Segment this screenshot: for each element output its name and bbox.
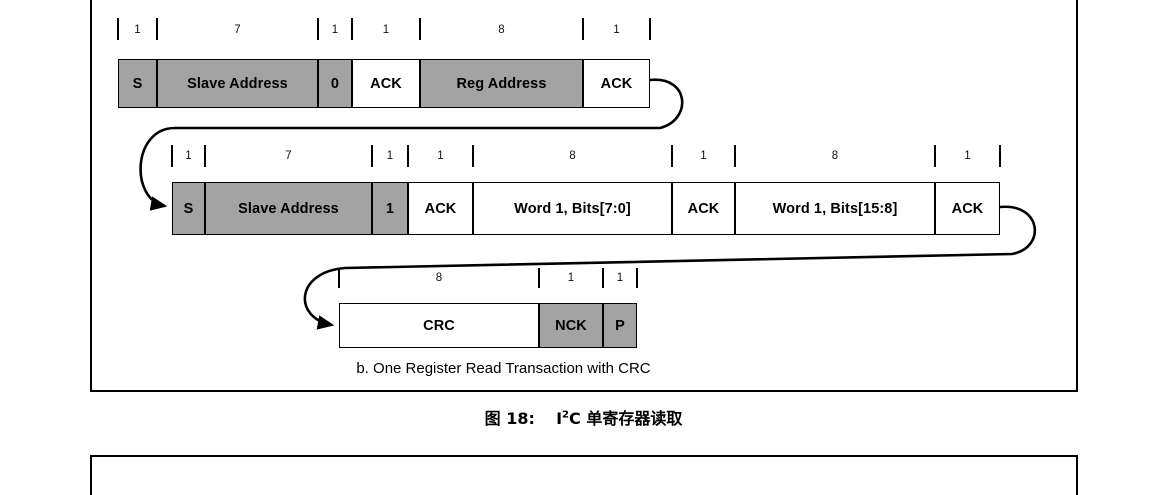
- bit-width-tick: [317, 18, 320, 40]
- packet-field-label: Word 1, Bits[15:8]: [772, 200, 898, 217]
- packet-field-nck: NCK: [539, 303, 603, 348]
- packet-field-label: NCK: [555, 317, 587, 334]
- bit-width-tick: [538, 268, 541, 288]
- bit-width-label: 8: [569, 150, 576, 162]
- packet-field-reg-address: Reg Address: [420, 59, 583, 108]
- bit-width-label: 1: [613, 24, 620, 36]
- figure-caption-i: I: [556, 409, 563, 428]
- packet-field-label: S: [183, 200, 194, 217]
- bit-width-tick: [419, 18, 422, 40]
- bit-width-label: 1: [386, 150, 394, 162]
- bit-width-tick: [351, 18, 354, 40]
- sub-caption: b. One Register Read Transaction with CR…: [356, 360, 651, 377]
- bit-width-tick: [371, 145, 374, 167]
- bit-width-tick: [734, 145, 737, 167]
- bit-width-label: 1: [331, 24, 339, 36]
- packet-field-label: S: [132, 75, 143, 92]
- bit-width-label: 1: [567, 272, 575, 284]
- packet-field-label: CRC: [423, 317, 455, 334]
- packet-field-slave-address: Slave Address: [157, 59, 318, 108]
- packet-field-ack: ACK: [408, 182, 473, 235]
- packet-field-label: Slave Address: [187, 75, 288, 92]
- packet-field-0: 0: [318, 59, 352, 108]
- bit-width-label: 7: [234, 24, 241, 36]
- packet-field-ack: ACK: [583, 59, 650, 108]
- bit-width-tick: [407, 145, 410, 167]
- bit-width-label: 7: [285, 150, 292, 162]
- bit-width-tick: [602, 268, 605, 288]
- packet-field-label: ACK: [951, 200, 984, 217]
- bit-width-tick: [649, 18, 652, 40]
- packet-field-label: ACK: [424, 200, 457, 217]
- packet-field-slave-address: Slave Address: [205, 182, 372, 235]
- packet-field-word-1-bits-7-0: Word 1, Bits[7:0]: [473, 182, 672, 235]
- packet-field-label: Slave Address: [238, 200, 339, 217]
- bit-width-tick: [472, 145, 475, 167]
- packet-field-1: 1: [372, 182, 408, 235]
- packet-field-label: ACK: [687, 200, 720, 217]
- bit-width-label: 8: [498, 24, 505, 36]
- packet-field-label: Reg Address: [456, 75, 547, 92]
- packet-field-p: P: [603, 303, 637, 348]
- bit-width-label: 8: [435, 272, 443, 284]
- packet-field-label: ACK: [600, 75, 633, 92]
- packet-field-label: P: [615, 317, 625, 334]
- packet-field-label: ACK: [370, 75, 402, 92]
- packet-field-crc: CRC: [339, 303, 539, 348]
- figure-border: [90, 0, 1078, 392]
- packet-field-ack: ACK: [352, 59, 420, 108]
- packet-field-s: S: [118, 59, 157, 108]
- bit-width-tick: [117, 18, 120, 40]
- bit-width-tick: [934, 145, 937, 167]
- bit-width-tick: [582, 18, 585, 40]
- packet-field-label: Word 1, Bits[7:0]: [514, 200, 631, 217]
- bit-width-tick: [338, 268, 341, 288]
- bit-width-label: 1: [134, 24, 141, 36]
- bit-width-tick: [204, 145, 207, 167]
- next-section-border: [90, 455, 1078, 495]
- figure-caption: 图 18: I2C 单寄存器读取: [0, 405, 1167, 429]
- packet-field-ack: ACK: [935, 182, 1000, 235]
- figure-caption-body: C 单寄存器读取: [569, 409, 683, 428]
- packet-field-label: 1: [385, 200, 395, 217]
- bit-width-label: 1: [964, 150, 971, 162]
- packet-field-s: S: [172, 182, 205, 235]
- packet-field-ack: ACK: [672, 182, 735, 235]
- bit-width-tick: [999, 145, 1002, 167]
- bit-width-label: 1: [185, 150, 192, 162]
- bit-width-tick: [171, 145, 174, 167]
- packet-field-word-1-bits-15-8: Word 1, Bits[15:8]: [735, 182, 935, 235]
- bit-width-label: 1: [616, 272, 624, 284]
- bit-width-tick: [636, 268, 639, 288]
- packet-field-label: 0: [330, 75, 340, 92]
- bit-width-label: 1: [382, 24, 390, 36]
- bit-width-tick: [156, 18, 159, 40]
- bit-width-label: 1: [700, 150, 707, 162]
- bit-width-tick: [671, 145, 674, 167]
- bit-width-label: 8: [831, 150, 839, 162]
- figure-caption-prefix: 图 18:: [484, 409, 535, 428]
- figure-caption-superscript: 2: [562, 409, 569, 421]
- bit-width-label: 1: [437, 150, 444, 162]
